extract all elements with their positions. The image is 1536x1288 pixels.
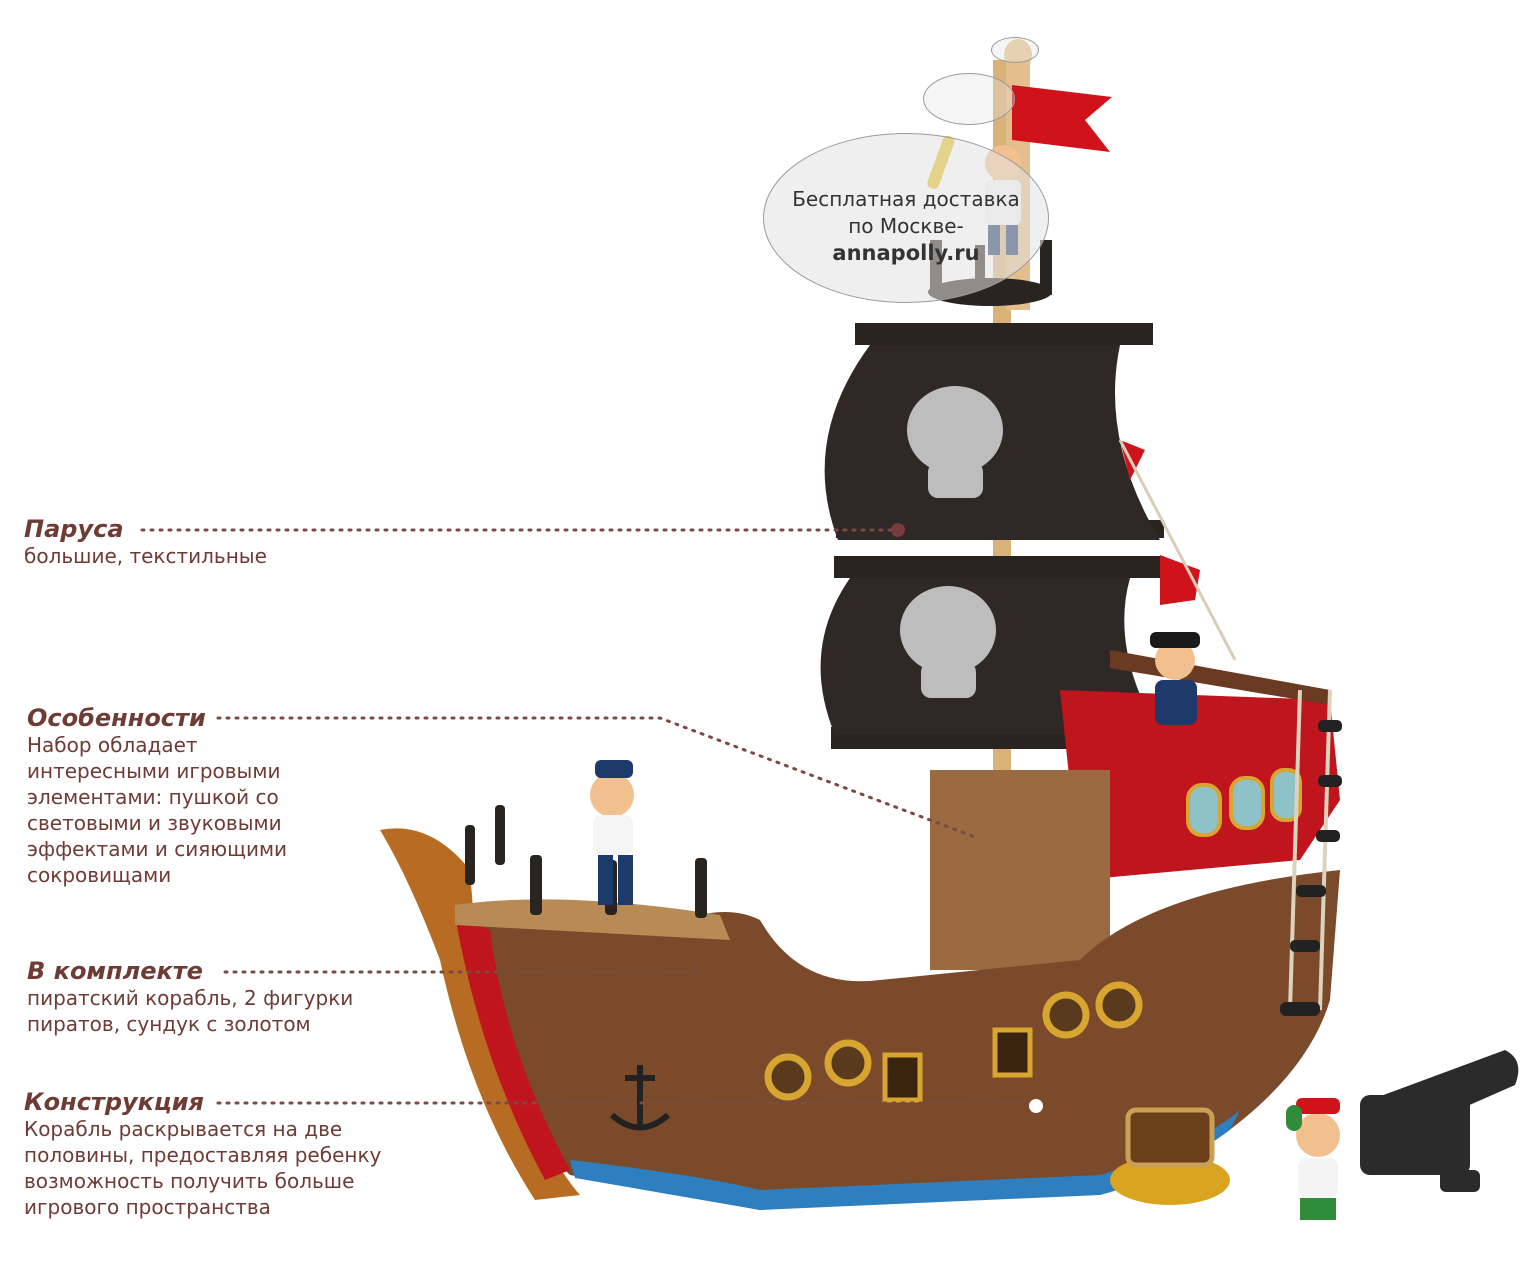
front-deck bbox=[455, 899, 730, 940]
stern-window-1 bbox=[1186, 783, 1222, 837]
bow-red-panel bbox=[455, 915, 570, 1180]
pirate-figure-deck bbox=[590, 760, 634, 905]
hull-hatch-1 bbox=[882, 1052, 923, 1103]
callout-features-text: Набор обладает интересными игровыми элем… bbox=[27, 733, 288, 887]
callout-sails: Паруса большие, текстильные bbox=[24, 515, 444, 569]
rope-ladder bbox=[1280, 689, 1342, 1016]
promo-bubble: Бесплатная доставка по Москве- annapolly… bbox=[763, 133, 1049, 303]
rigging-rope bbox=[1118, 439, 1237, 661]
portholes bbox=[764, 981, 1143, 1101]
lower-middle-yard bbox=[834, 556, 1164, 578]
cannon bbox=[1360, 1050, 1519, 1192]
promo-line-2: по Москве- bbox=[848, 214, 964, 238]
pirate-captain-figure bbox=[1150, 632, 1200, 725]
rigging-pennant-2 bbox=[1160, 555, 1200, 605]
callout-construction-text: Корабль раскрывается на две половины, пр… bbox=[24, 1117, 382, 1219]
treasure-chest bbox=[1110, 1107, 1230, 1205]
callout-contents: В комплекте пиратский корабль, 2 фигурки… bbox=[27, 957, 407, 1037]
hull-hatch-2 bbox=[992, 1027, 1033, 1078]
callout-contents-text: пиратский корабль, 2 фигурки пиратов, су… bbox=[27, 986, 354, 1036]
stern-window-3 bbox=[1270, 768, 1302, 822]
ship-interior-wall bbox=[930, 770, 1110, 970]
callout-contents-title: В комплекте bbox=[27, 957, 203, 985]
upper-skull bbox=[907, 386, 1003, 498]
anchor-icon bbox=[610, 1065, 670, 1131]
thought-bubble-medium bbox=[923, 73, 1015, 125]
callout-sails-title: Паруса bbox=[24, 515, 124, 543]
main-hull bbox=[455, 870, 1340, 1210]
pirate-figure-small bbox=[1286, 1098, 1340, 1220]
callout-features: Особенности Набор обладает интересными и… bbox=[27, 704, 347, 888]
callout-construction: Конструкция Корабль раскрывается на две … bbox=[24, 1088, 444, 1220]
stern-window-2 bbox=[1229, 776, 1265, 830]
top-yard bbox=[855, 323, 1153, 345]
lower-skull bbox=[900, 586, 996, 698]
promo-site-link[interactable]: annapolly.ru bbox=[832, 241, 980, 265]
callout-features-title: Особенности bbox=[27, 704, 206, 732]
top-flag bbox=[1012, 85, 1112, 152]
callout-construction-title: Конструкция bbox=[24, 1088, 204, 1116]
callout-sails-text: большие, текстильные bbox=[24, 544, 267, 568]
promo-line-1: Бесплатная доставка bbox=[792, 187, 1020, 211]
thought-bubble-small bbox=[991, 37, 1039, 63]
hull-waves bbox=[570, 1110, 1240, 1210]
